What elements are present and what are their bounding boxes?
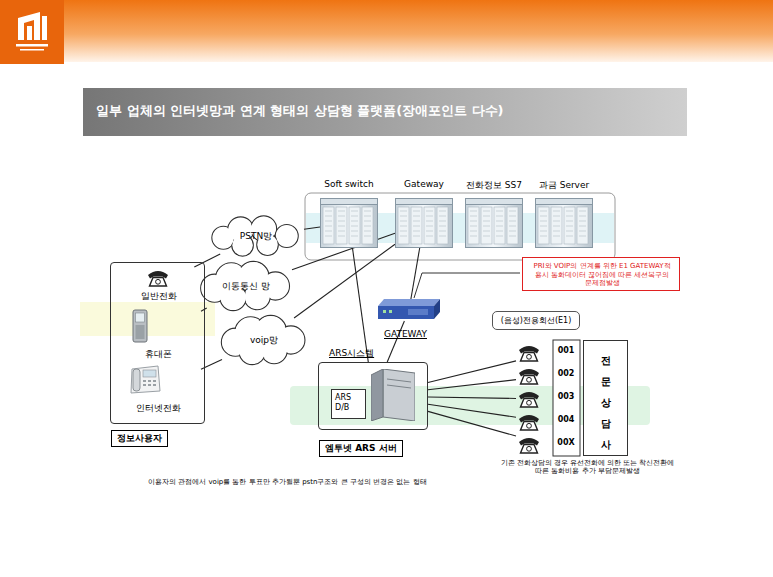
warning-note: PRI와 VOIP의 연계를 위한 E1 GATEWAY적용시 통화데이터 끊어… xyxy=(522,257,680,291)
connector-line xyxy=(194,254,220,267)
header-bar xyxy=(0,0,773,62)
number-column xyxy=(553,340,580,456)
logo-square xyxy=(0,0,64,64)
node-label: GATEWAY xyxy=(384,329,427,339)
server-rack: Soft switch xyxy=(320,198,378,248)
line-label-box: (음성)전용회선(E1) xyxy=(492,311,580,330)
connector-line xyxy=(428,397,516,399)
extension-number: 003 xyxy=(554,392,578,401)
ars-server-icon xyxy=(371,369,415,421)
connector-line xyxy=(304,227,320,229)
extension-number: 00X xyxy=(554,438,578,447)
network-cloud: 이동통신 망 xyxy=(200,264,292,308)
agent-column: 전문상담사 xyxy=(583,340,628,456)
internet-phone-icon xyxy=(128,363,162,395)
extension-number: 004 xyxy=(554,415,578,424)
node-label: 휴대폰 xyxy=(116,348,201,361)
diagram-title: 일부 업체의 인터넷망과 연계 형태의 상담형 플랫폼(장애포인트 다수) xyxy=(96,102,504,120)
node-label: 정보사용자 xyxy=(111,430,168,447)
agent-phone: 00X xyxy=(516,435,580,455)
connector-line xyxy=(428,411,516,436)
connector-line xyxy=(411,248,420,299)
network-cloud: PSTN망 xyxy=(208,218,304,254)
connector-line xyxy=(428,380,516,390)
note-label: 기존 전화상담의 경우 유선전화에 의한 또는 착신전환에 따른 통화비용 추가… xyxy=(500,459,675,476)
user-group-box: 정보사용자일반전화휴대폰인터넷전화 xyxy=(110,262,205,424)
node-sublabel: 엠투넷 ARS 서버 xyxy=(319,440,403,457)
phone-device: 일반전화 xyxy=(116,267,201,303)
gateway-device: GATEWAY xyxy=(378,299,440,321)
mobile-device: 휴대폰 xyxy=(116,309,201,361)
node-label: (음성)전용회선(E1) xyxy=(493,312,579,329)
phone-icon xyxy=(147,269,169,287)
gateway-icon xyxy=(378,299,440,321)
node-label: PRI와 VOIP의 연계를 위한 E1 GATEWAY적용시 통화데이터 끊어… xyxy=(523,258,681,292)
title-banner xyxy=(83,88,687,136)
node-label: ARS D/B xyxy=(332,390,365,412)
connector-line xyxy=(201,308,207,311)
node-label: voip망 xyxy=(222,318,306,362)
ars-system-box: ARS시스템엠투넷 ARS 서버ARS D/B xyxy=(318,362,428,430)
node-label: 과금 Server xyxy=(519,179,609,192)
node-label: 인터넷전화 xyxy=(116,402,201,415)
mobile-icon xyxy=(132,309,148,343)
server-rack: 전화정보 SS7 xyxy=(465,198,523,248)
server-rack: Gateway xyxy=(395,198,453,248)
database-box: ARS D/B xyxy=(331,389,366,419)
agent-phone: 002 xyxy=(516,366,580,386)
phone-icon xyxy=(518,344,540,362)
extension-number: 001 xyxy=(554,346,578,355)
node-label: ARS시스템 xyxy=(329,347,374,360)
node-label: 이동통신 망 xyxy=(200,264,292,308)
phone-icon xyxy=(518,413,540,431)
node-label: 전화정보 SS7 xyxy=(449,179,539,192)
leader-line xyxy=(414,273,520,298)
agent-phone: 001 xyxy=(516,343,580,363)
logo-mark xyxy=(16,12,48,51)
server-rack: 과금 Server xyxy=(535,198,593,248)
extension-number: 002 xyxy=(554,369,578,378)
phone-icon xyxy=(518,390,540,408)
agent-phone: 003 xyxy=(516,389,580,409)
server-icon xyxy=(395,198,453,248)
server-icon xyxy=(535,198,593,248)
node-label: 일반전화 xyxy=(116,290,201,303)
connector-line xyxy=(352,248,368,362)
connector-line xyxy=(428,361,516,383)
node-label: Gateway xyxy=(379,179,469,189)
internet-phone-device: 인터넷전화 xyxy=(116,363,201,415)
node-label: PSTN망 xyxy=(208,218,304,254)
node-label: Soft switch xyxy=(304,179,394,189)
diagram-caption: 이용자의 관점에서 voip를 통한 투표만 추가될뿐 pstn구조와 큰 구성… xyxy=(148,477,427,487)
phone-icon xyxy=(518,367,540,385)
server-icon xyxy=(465,198,523,248)
server-group-box xyxy=(305,193,615,260)
node-label: 전문상담사 xyxy=(584,341,627,455)
server-icon xyxy=(320,198,378,248)
phone-icon xyxy=(518,436,540,454)
network-cloud: voip망 xyxy=(222,318,306,362)
connector-line xyxy=(387,321,404,362)
agent-phone: 004 xyxy=(516,412,580,432)
